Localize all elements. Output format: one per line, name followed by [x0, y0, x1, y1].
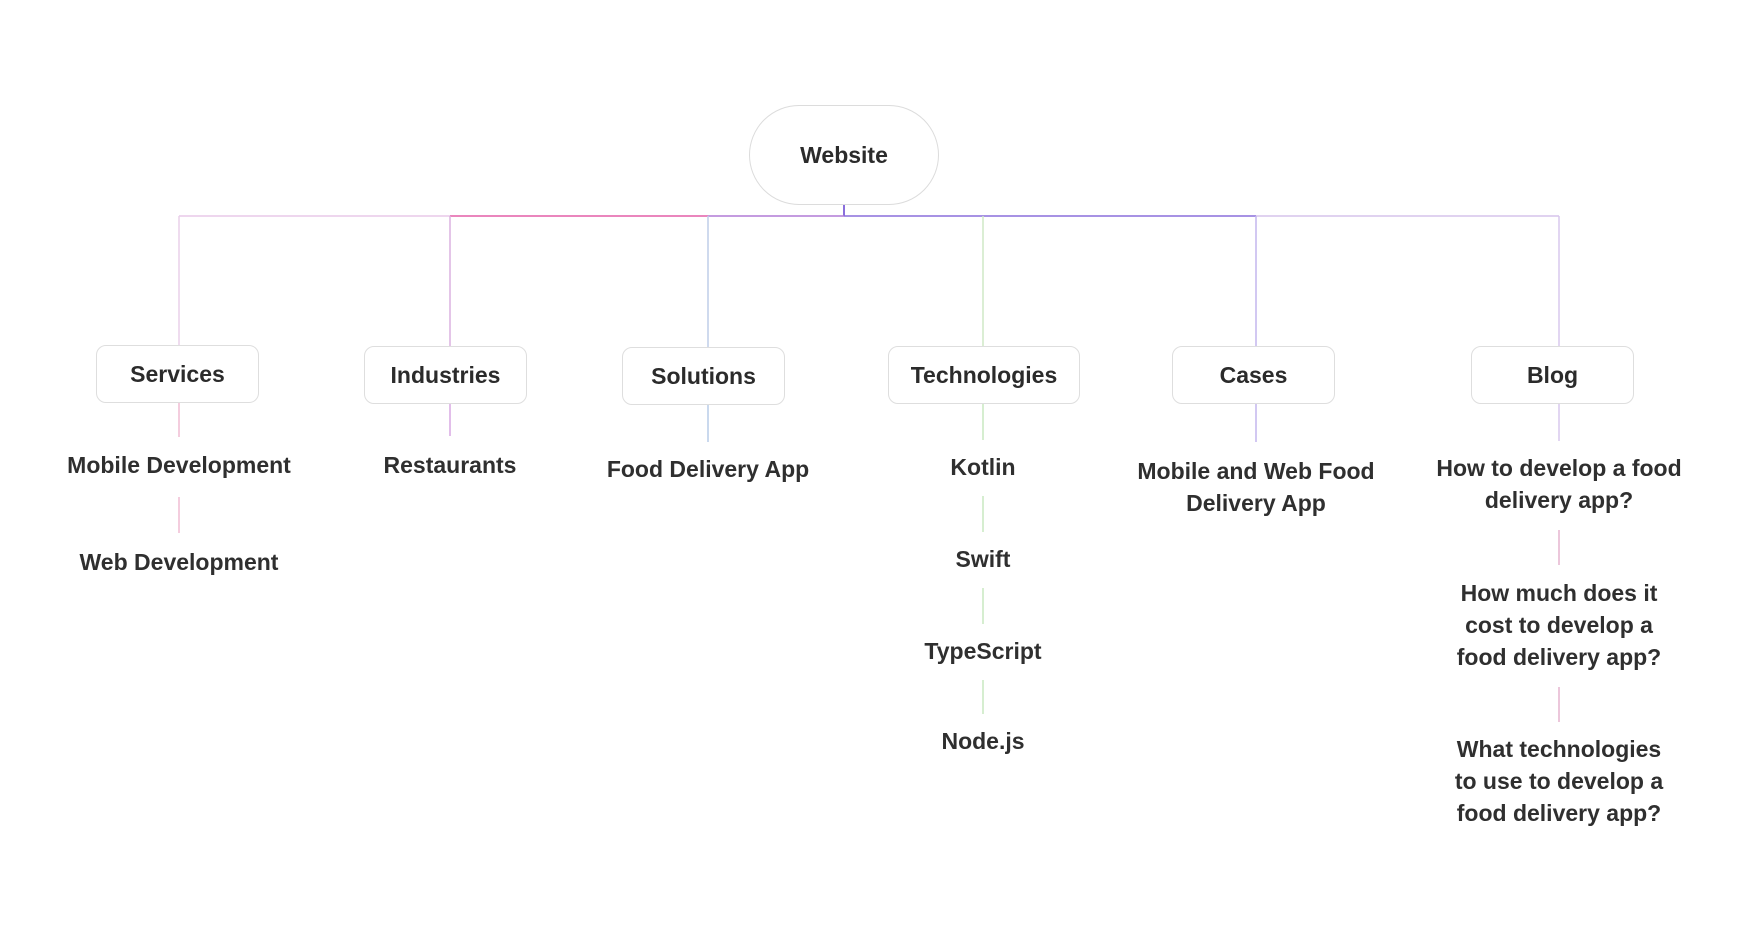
technologies-item-swift[interactable]: Swift	[955, 546, 1011, 572]
category-node-solutions[interactable]: Solutions	[622, 347, 785, 405]
services-item-web-development[interactable]: Web Development	[79, 549, 279, 575]
blog-item-how-much-does-it-cost[interactable]: How much does it cost to develop a food …	[1456, 580, 1662, 670]
category-label-cases: Cases	[1219, 361, 1288, 388]
technologies-item-kotlin[interactable]: Kotlin	[950, 454, 1016, 480]
solutions-item-food-delivery-app[interactable]: Food Delivery App	[606, 456, 810, 482]
category-label-blog: Blog	[1526, 361, 1579, 388]
blog-item-what-technologies[interactable]: What technologies to use to develop a fo…	[1454, 736, 1664, 826]
category-node-industries[interactable]: Industries	[364, 346, 527, 404]
services-item-mobile-development[interactable]: Mobile Development	[67, 452, 291, 478]
category-label-industries: Industries	[390, 361, 501, 388]
root-node-label: Website	[800, 141, 888, 168]
cases-item-mobile-and-web-food-delivery-app[interactable]: Mobile and Web Food Delivery App	[1137, 458, 1375, 516]
category-label-services: Services	[130, 360, 225, 387]
blog-item-how-to-develop[interactable]: How to develop a food delivery app?	[1436, 455, 1682, 513]
industries-item-restaurants[interactable]: Restaurants	[383, 452, 517, 478]
category-node-services[interactable]: Services	[96, 345, 259, 403]
category-node-cases[interactable]: Cases	[1172, 346, 1335, 404]
category-node-technologies[interactable]: Technologies	[888, 346, 1080, 404]
technologies-item-typescript[interactable]: TypeScript	[924, 638, 1042, 664]
category-label-solutions: Solutions	[651, 362, 756, 389]
root-node-website[interactable]: Website	[749, 105, 939, 205]
category-label-technologies: Technologies	[910, 361, 1058, 388]
technologies-item-nodejs[interactable]: Node.js	[941, 728, 1025, 754]
category-node-blog[interactable]: Blog	[1471, 346, 1634, 404]
